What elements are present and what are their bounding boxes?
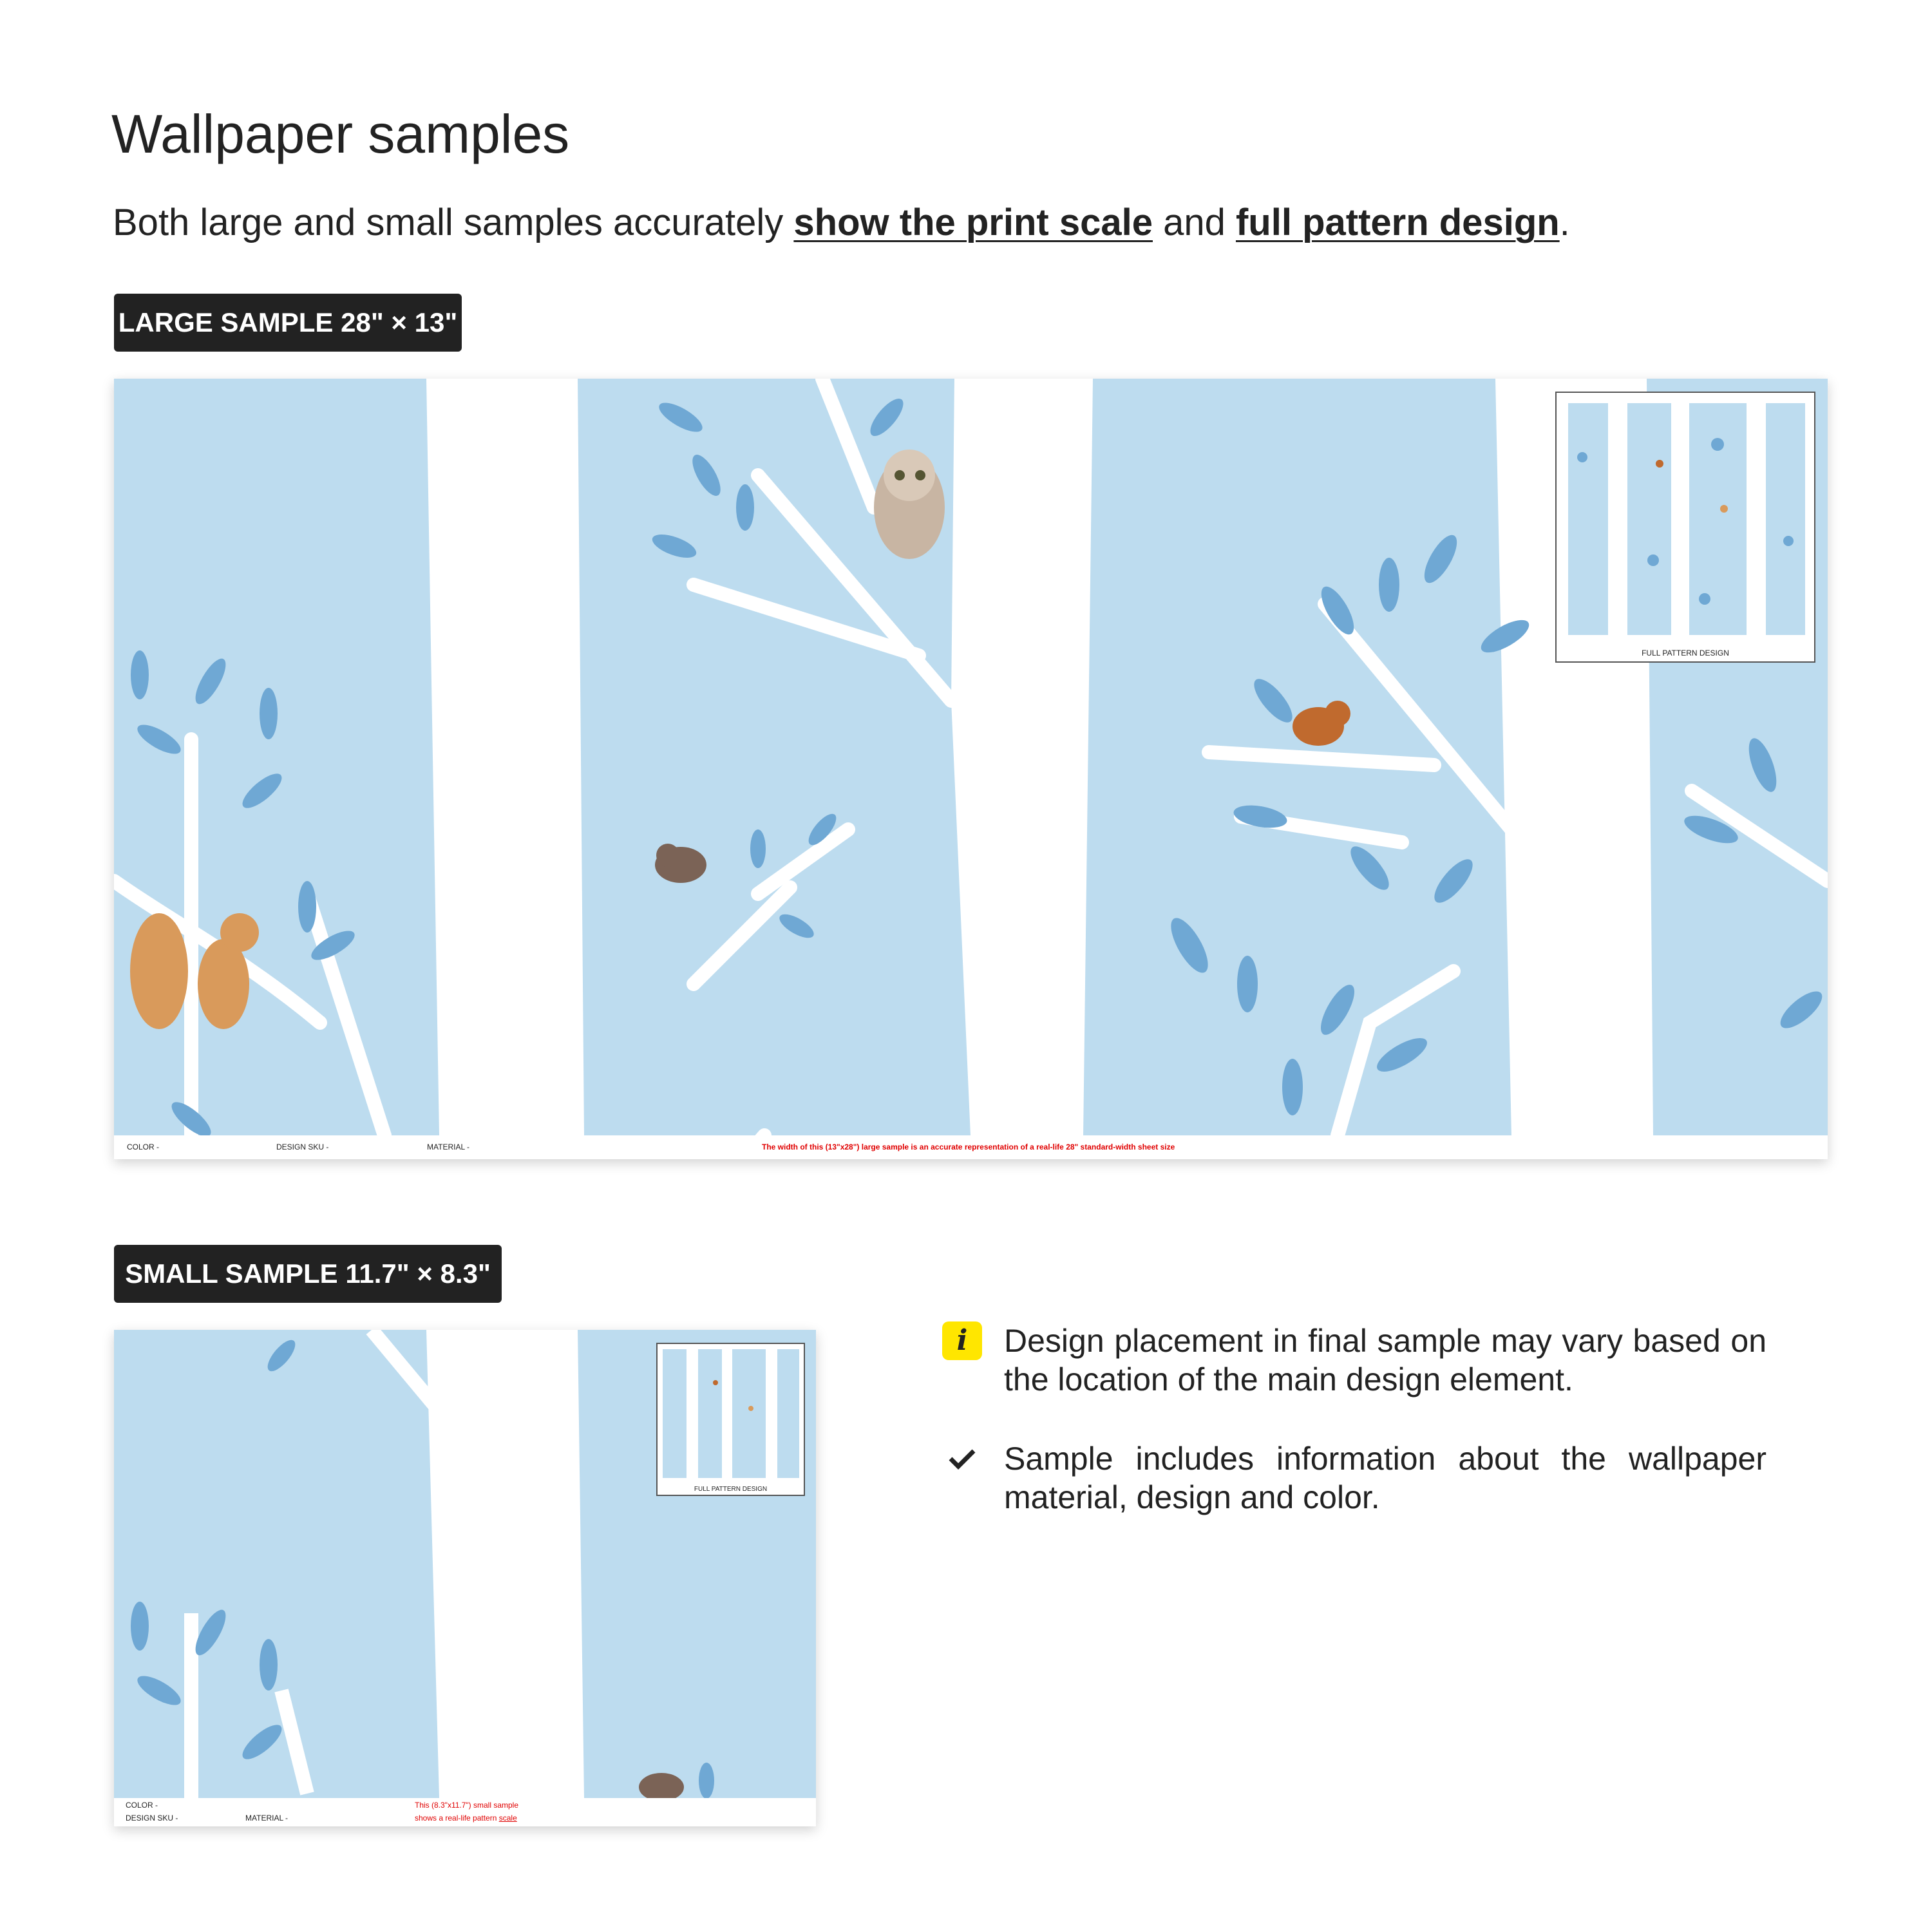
full-pattern-thumbnail [1568, 403, 1805, 635]
small-sample-badge: SMALL SAMPLE 11.7" × 8.3" [114, 1245, 502, 1303]
sample-info-strip: COLOR - DESIGN SKU - MATERIAL - This (8.… [114, 1798, 816, 1826]
material-label: MATERIAL - [427, 1142, 470, 1151]
design-sku-label: DESIGN SKU - [276, 1142, 329, 1151]
note-text: Sample includes information about the wa… [1004, 1441, 1766, 1515]
subtitle-text: . [1559, 202, 1570, 243]
scale-note-link: scale [498, 1814, 517, 1823]
note-text: Design placement in final sample may var… [1004, 1323, 1766, 1397]
material-label: MATERIAL - [245, 1814, 289, 1823]
full-pattern-thumbnail [663, 1349, 799, 1478]
print-scale-link[interactable]: show the print scale [793, 202, 1153, 243]
full-pattern-inset: FULL PATTERN DESIGN [656, 1343, 805, 1496]
note-sample-info: Sample includes information about the wa… [942, 1439, 1766, 1517]
page-title: Wallpaper samples [111, 104, 570, 164]
inset-caption: FULL PATTERN DESIGN [1642, 649, 1729, 658]
wallpaper-pattern [131, 1330, 714, 1798]
large-sample-image: FULL PATTERN DESIGN COLOR - DESIGN SKU -… [114, 379, 1828, 1159]
full-pattern-inset: FULL PATTERN DESIGN [1555, 392, 1815, 663]
squirrel-illustration [130, 913, 259, 1029]
bird-illustration [655, 844, 706, 883]
color-label: COLOR - [127, 1142, 160, 1151]
subtitle-text: Both large and small samples accurately [113, 202, 794, 243]
note-placement: i Design placement in final sample may v… [942, 1321, 1766, 1399]
subtitle-text: and [1152, 202, 1236, 243]
owl-illustration [874, 450, 945, 559]
inset-caption: FULL PATTERN DESIGN [694, 1486, 768, 1493]
subtitle: Both large and small samples accurately … [113, 201, 1570, 244]
scale-note-line1: This (8.3"x11.7") small sample [415, 1801, 519, 1810]
wallpaper-pattern [114, 379, 1828, 1135]
scale-note: The width of this (13"x28") large sample… [762, 1142, 1175, 1151]
bird-illustration [1293, 701, 1350, 746]
scale-note-text: shows a real-life pattern [415, 1814, 499, 1823]
small-sample-image: FULL PATTERN DESIGN COLOR - DESIGN SKU -… [114, 1330, 816, 1826]
large-sample-badge: LARGE SAMPLE 28" × 13" [114, 294, 462, 352]
full-pattern-link[interactable]: full pattern design [1235, 202, 1560, 243]
scale-note-line2: shows a real-life pattern scale [415, 1814, 517, 1823]
check-icon [942, 1439, 982, 1478]
info-icon: i [942, 1321, 982, 1360]
color-label: COLOR - [126, 1801, 158, 1810]
design-sku-label: DESIGN SKU - [126, 1814, 178, 1823]
sample-info-strip: COLOR - DESIGN SKU - MATERIAL - The widt… [114, 1135, 1828, 1159]
